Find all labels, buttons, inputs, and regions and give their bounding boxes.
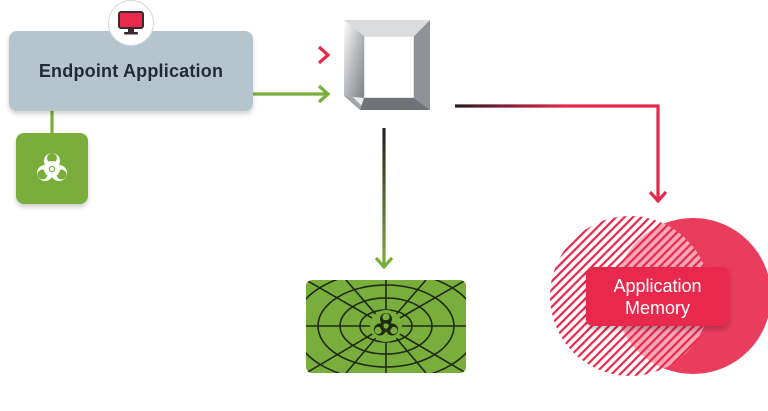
memory-label-line1: Application	[613, 275, 702, 296]
endpoint-application-label: Endpoint Application	[38, 60, 224, 81]
endpoint-application-node: Endpoint Application	[9, 31, 253, 111]
connector-gateway-to-web	[374, 128, 394, 270]
monitor-icon	[108, 0, 154, 46]
malware-tile	[16, 133, 88, 204]
memory-label-line2: Memory	[624, 297, 690, 318]
biohazard-icon	[370, 310, 402, 342]
application-memory-node: Application Memory	[586, 267, 729, 326]
connector-endpoint-to-gateway	[253, 45, 331, 65]
connector-gateway-to-memory	[455, 104, 668, 204]
gateway-frame-icon	[344, 20, 430, 110]
infected-web-tile	[306, 280, 466, 373]
biohazard-icon	[37, 152, 67, 181]
